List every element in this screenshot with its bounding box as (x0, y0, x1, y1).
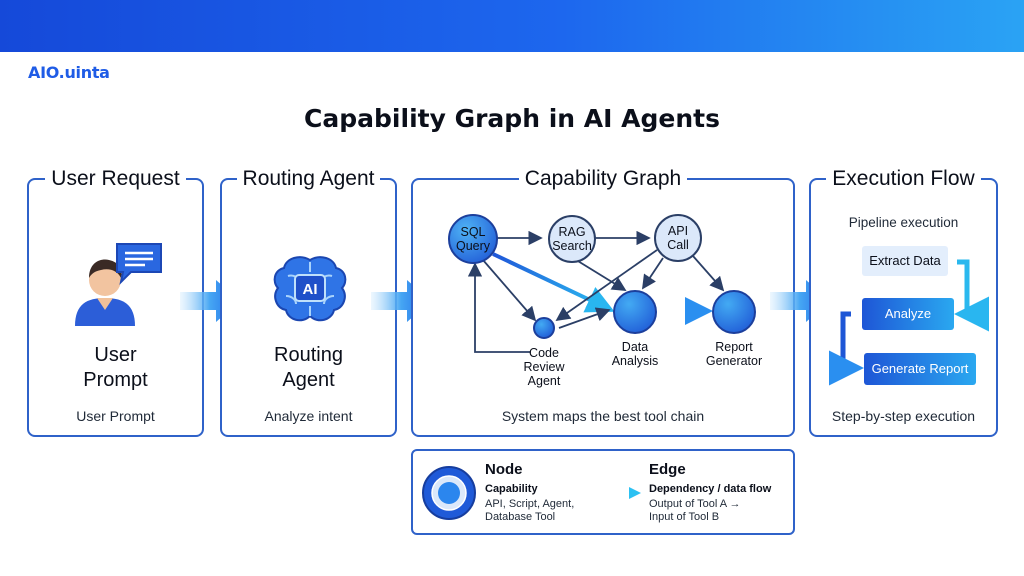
edge-api-report (692, 255, 725, 292)
pipeline-execution-label: Pipeline execution (848, 215, 959, 230)
chat-bubble-icon (116, 243, 162, 286)
node-api-call (654, 214, 702, 262)
node-data-analysis (613, 290, 657, 334)
legend-edge-icon (597, 487, 641, 499)
legend-panel: Node Capability API, Script, Agent, Data… (411, 449, 795, 535)
execution-flow-caption: Step-by-step execution (831, 408, 976, 424)
node-report-generator (712, 290, 756, 334)
step-generate-report: Generate Report (864, 353, 976, 385)
capability-graph-heading: Capability Graph (413, 167, 793, 191)
legend-node-icon (422, 466, 476, 520)
execution-flow-heading: Execution Flow (811, 167, 996, 191)
page-title: Capability Graph in AI Agents (304, 104, 720, 133)
legend-node-subtitle: Capability (485, 483, 538, 495)
edge-api-data (642, 257, 664, 290)
routing-agent-title: Routing Agent (274, 344, 343, 391)
user-prompt-title: User Prompt (83, 344, 148, 391)
node-api-call-label: API Call (667, 224, 689, 252)
node-report-generator-label: Report Generator (705, 340, 763, 368)
graph-edges (467, 230, 725, 353)
node-sql-query (448, 214, 498, 264)
routing-agent-caption: Analyze intent (264, 408, 353, 424)
legend-node-title: Node (485, 461, 523, 478)
user-request-caption: User Prompt (76, 408, 155, 424)
routing-agent-panel: Routing Agent AI Routing Agent Analyze i… (220, 167, 397, 437)
node-code-review (533, 317, 555, 339)
legend-edge-desc: Output of Tool A → Input of Tool B (649, 498, 741, 523)
step-connectors (829, 259, 989, 386)
brain-ai-icon: AI (273, 256, 347, 322)
node-rag-search-label: RAG Search (552, 225, 592, 253)
capability-graph-panel: Capability Graph SQL Query RAG Search AP… (411, 167, 795, 437)
brand-logo: AIO.uinta (28, 63, 110, 82)
edge-sql-data (492, 252, 615, 313)
node-sql-query-label: SQL Query (455, 225, 491, 253)
user-request-panel: User Request User Prompt User Prompt (27, 167, 204, 437)
user-request-heading: User Request (29, 167, 202, 191)
routing-agent-heading: Routing Agent (222, 167, 395, 191)
ai-badge-text: AI (303, 281, 318, 298)
edge-code-sql-loop (467, 262, 531, 353)
top-banner (0, 0, 1024, 52)
edge-api-code (555, 249, 658, 322)
capability-graph-caption: System maps the best tool chain (501, 408, 705, 424)
node-data-analysis-label: Data Analysis (611, 340, 659, 368)
edge-rag-data (572, 257, 627, 291)
edge-code-data (558, 307, 611, 329)
step-extract-data: Extract Data (862, 246, 948, 276)
execution-flow-panel: Execution Flow Pipeline execution Extrac… (809, 167, 998, 437)
node-rag-search (548, 215, 596, 263)
node-code-review-label: Code Review Agent (523, 346, 565, 388)
edge-sql-code (482, 259, 537, 322)
legend-edge-title: Edge (649, 461, 686, 478)
legend-node-desc: API, Script, Agent, Database Tool (485, 498, 575, 523)
user-person-icon (75, 259, 135, 326)
legend-edge-subtitle: Dependency / data flow (649, 483, 772, 495)
step-analyze: Analyze (862, 298, 954, 330)
